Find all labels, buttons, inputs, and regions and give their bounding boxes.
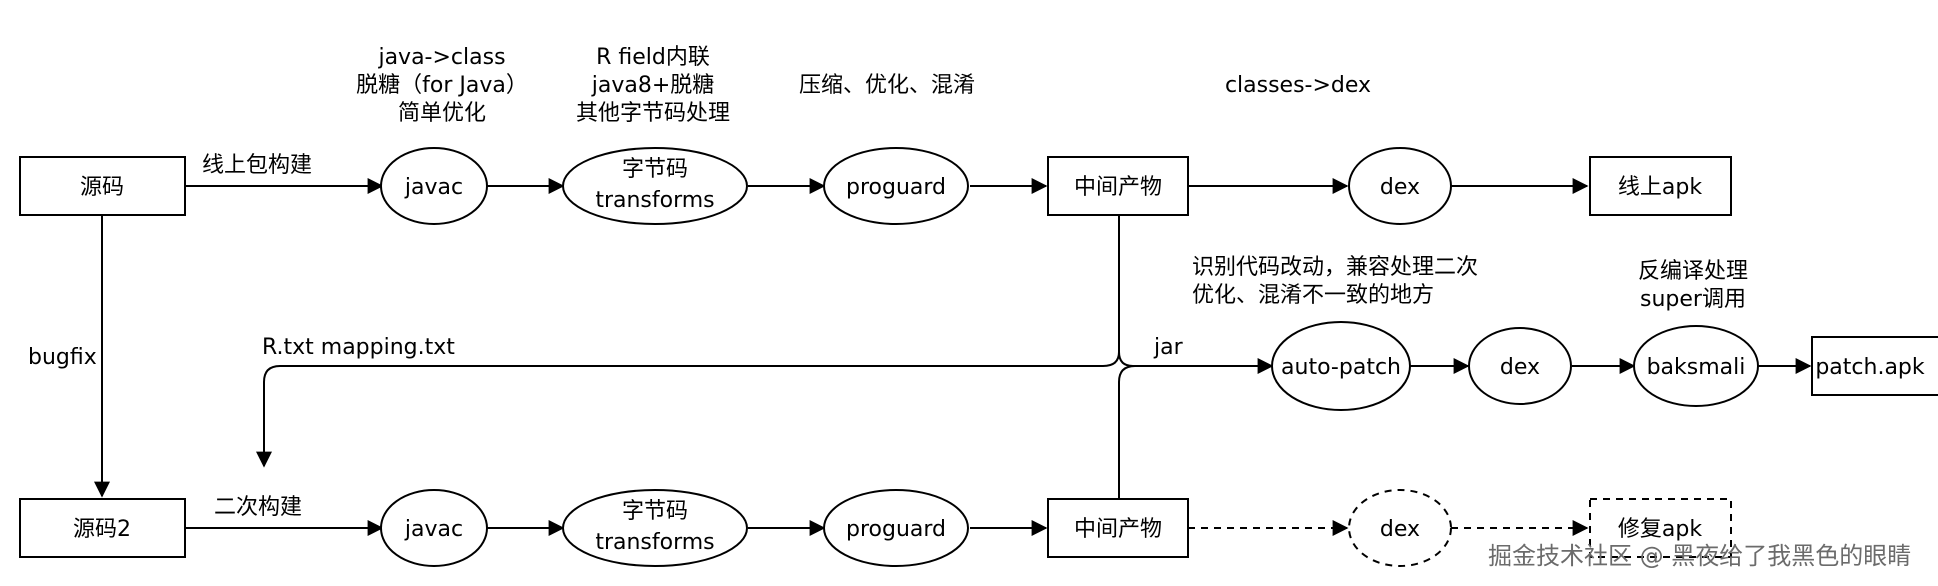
node-online-apk-label: 线上apk — [1618, 175, 1702, 200]
node-dex-fix — [1348, 489, 1452, 567]
node-fix-apk-label: 修复apk — [1618, 517, 1702, 542]
node-source-label: 源码 — [80, 175, 124, 200]
node-dex — [1348, 147, 1452, 225]
edge-label-second-build: 二次构建 — [214, 495, 302, 520]
edge-label-online-build: 线上包构建 — [202, 153, 312, 178]
node-source — [19, 156, 186, 216]
node-fix-apk — [1589, 498, 1732, 558]
node-intermediate2 — [1047, 498, 1189, 558]
node-bytecode2-label-1: 字节码 — [622, 499, 688, 524]
node-patch-apk-label: patch.apk — [1815, 355, 1925, 380]
node-dex-patch-label: dex — [1500, 355, 1540, 380]
annotation-proguard: 压缩、优化、混淆 — [799, 73, 975, 98]
edge-mapping — [256, 351, 1120, 468]
annotation-javac-1: java->class — [377, 45, 505, 70]
edge-intermediate2-jar — [1118, 365, 1136, 498]
edge-label-jar: jar — [1153, 335, 1184, 360]
annotation-bytecode-3: 其他字节码处理 — [576, 101, 730, 126]
node-bytecode-transforms — [562, 147, 748, 225]
node-javac2 — [380, 489, 488, 567]
node-proguard2 — [823, 489, 969, 567]
node-dex-fix-label: dex — [1380, 517, 1420, 542]
node-dex-patch — [1468, 327, 1572, 405]
node-proguard2-label: proguard — [846, 517, 946, 542]
node-bytecode-label-1: 字节码 — [622, 157, 688, 182]
node-baksmali-label: baksmali — [1647, 355, 1746, 380]
node-online-apk — [1589, 156, 1732, 216]
node-auto-patch — [1271, 321, 1411, 411]
node-intermediate2-label: 中间产物 — [1074, 517, 1162, 542]
annotation-autopatch-1: 识别代码改动，兼容处理二次 — [1192, 255, 1478, 280]
node-bytecode-label-2: transforms — [595, 188, 714, 213]
annotation-javac-2: 脱糖（for Java） — [356, 73, 528, 98]
annotation-bytecode-1: R field内联 — [596, 45, 710, 70]
node-intermediate — [1047, 156, 1189, 216]
annotation-dex: classes->dex — [1225, 73, 1371, 98]
node-source2-label: 源码2 — [73, 517, 131, 542]
annotations: java->class 脱糖（for Java） 简单优化 R field内联 … — [28, 45, 1748, 520]
watermark: 掘金技术社区 @ 黑夜给了我黑色的眼睛 — [1488, 542, 1911, 570]
node-source2 — [19, 498, 186, 558]
edge-label-mapping: R.txt mapping.txt — [262, 335, 455, 360]
edge-label-bugfix: bugfix — [28, 345, 97, 370]
node-patch-apk — [1811, 336, 1938, 396]
annotation-baksmali-1: 反编译处理 — [1638, 259, 1748, 284]
nodes: 源码 javac 字节码 transforms proguard 中间产物 de… — [19, 147, 1938, 567]
node-proguard — [823, 147, 969, 225]
annotation-bytecode-2: java8+脱糖 — [591, 73, 715, 98]
annotation-baksmali-2: super调用 — [1640, 287, 1746, 312]
node-javac — [380, 147, 488, 225]
edges — [94, 178, 1812, 536]
node-javac-label: javac — [404, 175, 463, 200]
node-proguard-label: proguard — [846, 175, 946, 200]
annotation-autopatch-2: 优化、混淆不一致的地方 — [1192, 283, 1434, 308]
node-bytecode2-label-2: transforms — [595, 530, 714, 555]
annotation-javac-3: 简单优化 — [398, 101, 486, 126]
node-intermediate-label: 中间产物 — [1074, 175, 1162, 200]
node-baksmali — [1633, 325, 1759, 407]
node-dex-label: dex — [1380, 175, 1420, 200]
node-javac2-label: javac — [404, 517, 463, 542]
node-auto-patch-label: auto-patch — [1281, 355, 1401, 380]
node-bytecode-transforms-2 — [562, 489, 748, 567]
